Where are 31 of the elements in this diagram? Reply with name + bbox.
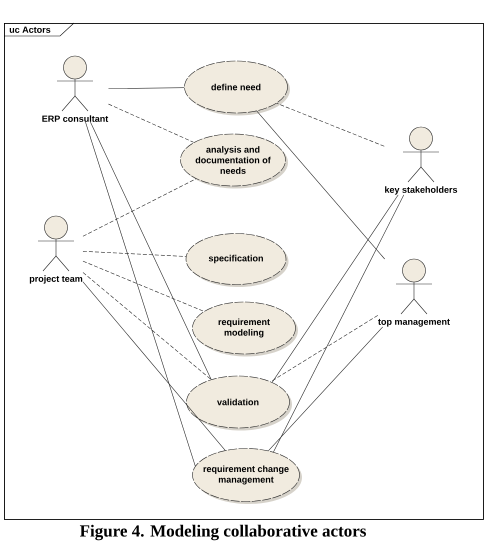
association-line	[82, 178, 196, 237]
association-line	[256, 110, 385, 260]
use-case: analysis and documentation of needs	[180, 134, 288, 188]
node-label: ERP consultant	[42, 115, 108, 122]
association-line	[273, 194, 404, 452]
association-line	[82, 282, 226, 451]
use-case: define need	[184, 60, 290, 116]
node-label: project team	[30, 275, 82, 284]
actor: ERP consultant	[42, 56, 108, 122]
association-line	[270, 315, 378, 382]
figure-caption: Figure 4. Modeling collaborative actors	[80, 524, 366, 540]
association-line	[85, 122, 196, 466]
association-line	[108, 87, 185, 89]
use-case: validation	[186, 376, 292, 430]
node-label: key stakeholders	[385, 186, 458, 195]
frame-tab: uc Actors	[4, 22, 74, 36]
actor: top management	[378, 258, 450, 327]
use-case: requirement modeling	[192, 302, 298, 356]
association-line	[82, 251, 186, 257]
association-line	[268, 326, 383, 451]
use-case: specification	[186, 233, 288, 287]
actor: project team	[30, 216, 82, 284]
actor: key stakeholders	[385, 126, 458, 195]
use-case: requirement change management	[192, 448, 302, 504]
association-line	[272, 194, 398, 383]
association-line	[82, 260, 204, 312]
association-line	[108, 104, 194, 143]
association-line	[82, 272, 212, 380]
node-label: top management	[378, 318, 450, 327]
association-line	[276, 102, 385, 147]
association-line	[90, 122, 212, 380]
